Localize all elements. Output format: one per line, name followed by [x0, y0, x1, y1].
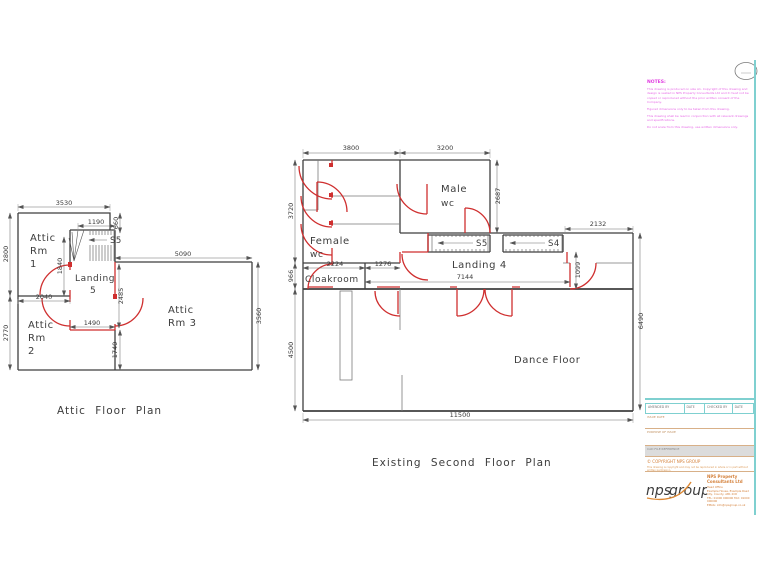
- attic-stair-treads: [68, 229, 115, 262]
- room-label-landing4: Landing 4: [452, 260, 507, 271]
- dim: 2132: [590, 220, 607, 228]
- attic-stair-arrow: S5: [87, 235, 122, 246]
- cad-reference-label: CAD FILE REFERENCE: [647, 447, 680, 451]
- revision-col-header: DATE: [734, 405, 743, 409]
- revision-table-header: AMENDED BY DATE CHECKED BY DATE: [645, 403, 754, 414]
- copyright-text: © COPYRIGHT NPS GROUP: [647, 459, 701, 464]
- note-line: This drawing shall be read in conjunctio…: [647, 113, 749, 123]
- second-floor-plan: S5 S4 3800 3200 2687 2132 3720 966 4500 …: [287, 144, 645, 469]
- revision-col-header: CHECKED BY: [705, 404, 733, 413]
- stair4-label: S4: [548, 239, 560, 249]
- logo-nps-text: nps: [646, 483, 671, 499]
- door-leaf: [329, 221, 333, 225]
- stamp-circle: [734, 62, 758, 80]
- room-label-landing5: 5: [90, 286, 96, 296]
- door-leaf: [329, 163, 333, 167]
- dim: 5090: [175, 250, 192, 258]
- dim: 2687: [494, 188, 502, 205]
- dim: 1190: [88, 218, 105, 226]
- revision-col-header: AMENDED BY: [646, 404, 685, 413]
- second-doors: [298, 160, 597, 317]
- revision-stamp: [734, 62, 758, 80]
- second-plan-title: Existing Second Floor Plan: [372, 457, 552, 469]
- issue-date-label: ISSUE DATE: [647, 415, 665, 419]
- dim: 3560: [255, 308, 263, 325]
- notes-heading: NOTES:: [647, 80, 666, 85]
- company-address-line: Head Office: [707, 485, 723, 490]
- room-label-attic-rm1: Rm: [30, 246, 48, 257]
- cad-reference-row: CAD FILE REFERENCE: [645, 446, 754, 457]
- notes-block: NOTES: This drawing is produced on size …: [647, 80, 751, 132]
- room-label-attic-rm1: 1: [30, 259, 37, 270]
- copyright-subtext: This drawing is copyright and may not be…: [645, 466, 754, 472]
- logo-area: nps group NPS Property Consultants Ltd H…: [645, 472, 754, 518]
- company-address-line: Example House, Example Road: [707, 488, 749, 493]
- door-leaf: [68, 262, 72, 267]
- room-label-attic-rm2: 2: [28, 346, 35, 357]
- room-label-attic-rm3: Attic: [168, 305, 194, 316]
- door-leaf: [113, 294, 117, 299]
- dim: 1276: [375, 260, 392, 268]
- dim: 3720: [287, 203, 295, 220]
- room-label-cloakroom: Cloakroom: [305, 275, 359, 285]
- dim: 2224: [327, 260, 344, 268]
- attic-dimensions: 3530 1190 660 2800 2770 1840 2040 1490 1…: [2, 199, 263, 371]
- logo-swoosh: [646, 481, 692, 501]
- nps-group-logo: nps group: [646, 481, 707, 501]
- second-walls: [302, 159, 634, 412]
- dim: 2800: [2, 246, 10, 263]
- dim: 1840: [56, 258, 64, 275]
- dim: 1099: [574, 262, 582, 279]
- company-name: NPS Property Consultants Ltd: [707, 474, 743, 484]
- revision-col-header: DATE: [685, 404, 705, 413]
- company-address-line: City, County, AB1 2CD: [707, 492, 738, 497]
- dim: 6490: [637, 313, 645, 330]
- room-label-attic-rm2: Rm: [28, 333, 46, 344]
- column: [339, 290, 353, 381]
- room-label-attic-rm3: Rm 3: [168, 318, 197, 329]
- second-dimensions: 3800 3200 2687 2132 3720 966 4500 2224 1…: [287, 144, 645, 423]
- second-room-labels: Female wc Male wc Cloakroom Landing 4 Da…: [305, 184, 581, 366]
- second-stair-arrows: S5 S4: [433, 237, 560, 249]
- room-label-dance-floor: Dance Floor: [514, 355, 581, 366]
- dim: 2770: [2, 325, 10, 342]
- purpose-of-issue-label: PURPOSE OF ISSUE: [647, 430, 676, 434]
- title-block: AMENDED BY DATE CHECKED BY DATE ISSUE DA…: [645, 398, 754, 515]
- sheet-frame-line: [754, 60, 756, 515]
- room-label-female-wc: wc: [310, 250, 324, 260]
- dim: 3530: [56, 199, 73, 207]
- company-block: NPS Property Consultants Ltd Head Office…: [707, 474, 753, 518]
- room-label-attic-rm1: Attic: [30, 233, 56, 244]
- room-label-landing5: Landing: [75, 274, 115, 284]
- stair5-label: S5: [476, 239, 488, 249]
- dim: 1490: [84, 319, 101, 327]
- dim: 3800: [343, 144, 360, 152]
- attic-stair-label: S5: [110, 236, 122, 246]
- note-line: Do not scale from this drawing, use writ…: [647, 124, 738, 129]
- dim: 1740: [111, 342, 119, 359]
- room-label-male-wc: wc: [441, 199, 455, 209]
- room-label-male-wc: Male: [441, 184, 467, 195]
- room-label-female-wc: Female: [310, 236, 350, 247]
- attic-plan-title: Attic Floor Plan: [57, 405, 162, 417]
- dim: 2485: [117, 288, 125, 305]
- room-label-attic-rm2: Attic: [28, 320, 54, 331]
- company-address-line: EMAIL: info@npsgroup.co.uk: [707, 502, 746, 507]
- purpose-of-issue-row: PURPOSE OF ISSUE: [645, 429, 754, 446]
- dim: 11500: [450, 411, 471, 419]
- dim: 966: [287, 270, 295, 282]
- dim: 7144: [457, 273, 474, 281]
- attic-floor-plan: S5 3530 1190 660 2800 2770 1840 2040 149…: [2, 199, 263, 417]
- issue-date-row: ISSUE DATE: [645, 414, 754, 429]
- door-leaf: [329, 193, 333, 197]
- note-line: Figured dimensions only to be taken from…: [647, 106, 730, 111]
- dim: 4500: [287, 342, 295, 359]
- dim: 3200: [437, 144, 454, 152]
- company-address-line: TEL: 01000 000000 FAX: 01000 000000: [707, 495, 750, 504]
- dim: 2040: [36, 293, 53, 301]
- dim: 660: [112, 217, 120, 229]
- attic-room-labels: Attic Rm 1 Attic Rm 2 Attic Rm 3 Landing…: [28, 233, 197, 357]
- note-line: This drawing is produced on size A1. Cop…: [647, 87, 749, 105]
